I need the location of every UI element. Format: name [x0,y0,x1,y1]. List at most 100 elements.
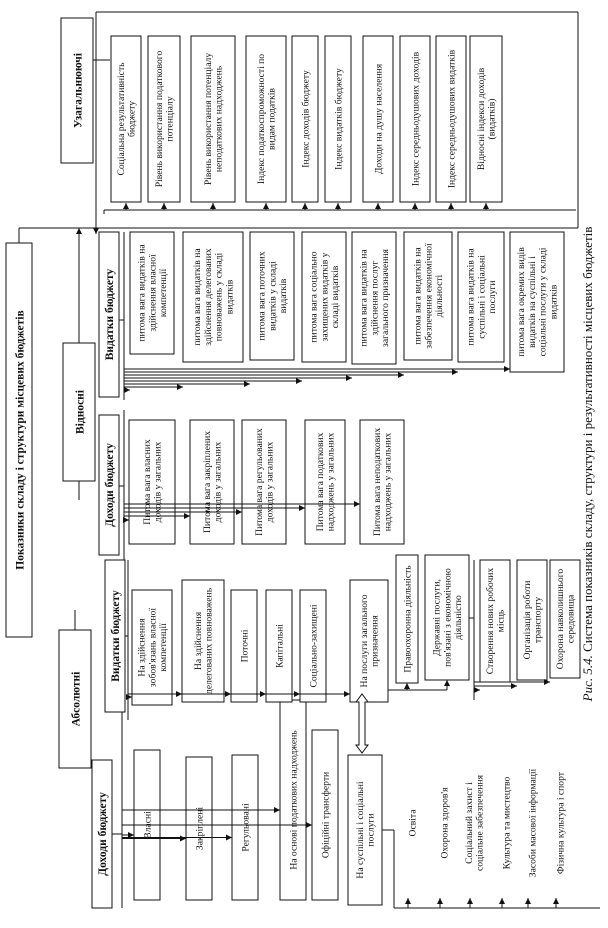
figure-caption: Рис. 5.4. Система показників складу, стр… [580,227,595,703]
diagram-title-label: Показники складу і структури місцевих бю… [15,310,27,569]
economic-subitem-box [549,559,581,679]
generalizing-item-label: Індекс середньодушових доходів [410,51,421,186]
abs-revenue-item-box [185,756,213,901]
diagram: Показники складу і структури місцевих бю… [5,11,600,909]
rel-expenditure-item-box [249,231,295,361]
social-subitem-label: Освіта [407,809,418,837]
rel-expenditure-item-box [457,231,505,363]
rel-expenditure-item-label: питома вага видатків наздійснення послуг… [359,248,392,347]
rel-expenditure-item: питома вага поточнихвидатків у складівид… [257,251,290,340]
abs-expenditure-item: Соціально-захищені [308,604,319,687]
rel-revenue-item: Питома вага неподатковихнадходжень у заг… [372,428,394,536]
generalizing-item: Рівень використання податковогопотенціал… [154,51,176,188]
generalizing-item-box [245,35,287,203]
group-absolute: Абсолютні [70,671,82,727]
abs-expenditure-item-label: Капітальні [274,624,285,668]
generalizing-item-label: Індекс видатків бюджету [333,68,344,170]
economic-subitem-label: Створення нових робочихмісць [485,568,507,675]
rel-revenue-item-box [304,419,346,545]
abs-expenditure-item-box [265,589,293,703]
generalizing-item-label: Відносні індекси доходів(видатків) [476,67,498,170]
rel-expenditure-item-label: питома вага видатків наздійснення делего… [192,248,235,346]
rel-revenues-header-label: Доходи бюджету [104,443,116,527]
social-subitem: Освіта [407,809,418,837]
rel-revenue-item-box [241,419,287,545]
diagram-title: Показники складу і структури місцевих бю… [15,310,27,569]
economic-subitem-box [479,559,511,683]
rel-expenditure-item-box [129,231,175,355]
abs-revenue-item-label: На основі податкових надходжень [288,730,299,870]
generalizing-item-label: Рівень використання потенціалунеподатков… [203,53,225,185]
social-subitem: Засоби масової інформації [527,768,538,877]
rel-expenditure-item-label: питома вага соціальнозахищених видатків … [309,251,342,342]
abs-expenditure-item: На здійсненняделегованих повноважень [193,587,215,694]
rel-expenditure-item: питома вага видатків наздійснення власно… [137,244,170,342]
rel-revenue-item-label: Питома вага регульованихдоходів у загаль… [254,428,276,536]
rel-revenue-item-label: Питома вага неподатковихнадходжень у заг… [372,428,394,536]
double-arrow-icon [355,693,369,754]
group-generalizing-label: Узагальнюючі [72,52,84,128]
abs-revenue-item-box [231,754,259,901]
generalizing-item-box [435,35,467,203]
general-purpose-subitem-box [424,554,470,681]
generalizing-item-label: Соціальна результативністьбюджету [116,62,138,176]
abs-expenditures-header-label: Видатки бюджету [110,590,122,682]
rel-revenue-item: Питома вага регульованихдоходів у загаль… [254,428,276,536]
rel-expenditures-header: Видатки бюджету [104,268,116,360]
social-services-header-label: На суспільні і соціальніпослуги [355,781,377,878]
generalizing-item-box [110,35,142,203]
social-subitem: Культура та мистецтво [501,776,512,869]
generalizing-item: Індекс податкоспроможності повидам подат… [256,54,278,184]
abs-expenditure-item-box [349,579,389,703]
diagram-title-box [5,242,33,638]
rel-expenditure-item-label: питома вага видатків наздійснення власно… [137,244,170,342]
abs-revenue-item-box [311,729,339,901]
abs-expenditure-item: На послуги загальногопризначення [359,594,381,687]
rel-expenditure-item-label: питома вага видатків насуспільні і соціа… [466,248,499,346]
generalizing-item: Індекс видатків бюджету [333,68,344,170]
abs-expenditure-item-box [131,589,173,706]
abs-revenue-item-label: Регульовані [240,803,251,852]
abs-expenditures-header: Видатки бюджету [110,590,122,682]
abs-expenditure-item-label: На здійсненнязобов'язань власноїкомпетен… [137,608,170,687]
generalizing-item: Рівень використання потенціалунеподатков… [203,53,225,185]
rel-revenues-header-box [98,414,120,556]
rel-revenue-item-box [128,419,176,545]
rel-expenditure-item: питома вага видатків наздійснення послуг… [359,248,392,347]
social-subitem-label: Засоби масової інформації [527,768,538,877]
general-purpose-subitem-label: Правоохоронна діяльність [402,565,413,673]
economic-subitem-label: Охорона навколишньогосередовища [555,569,577,670]
abs-revenues-header: Доходи бюджету [97,792,109,876]
rel-revenue-item: Питома вага податковихнадходжень у загал… [315,432,337,531]
rel-expenditures-header-box [98,231,120,398]
abs-revenue-item: Регульовані [240,803,251,852]
abs-expenditure-item: На здійсненнязобов'язань власноїкомпетен… [137,608,170,687]
abs-revenue-item: Офіційні трансферти [320,772,331,858]
economic-subitem: Організація роботитранспорту [522,581,544,660]
generalizing-item-label: Доходи на душу населення [373,63,384,174]
rel-expenditure-item-box [182,231,244,363]
rel-expenditure-item-label: питома вага окремих видіввидатків на сус… [516,247,559,357]
social-subitem: Охорона здоров'я [439,787,450,859]
generalizing-item: Соціальна результативністьбюджету [116,62,138,176]
general-purpose-subitem: Правоохоронна діяльність [402,565,413,673]
rel-expenditure-item-box [403,231,453,361]
group-generalizing: Узагальнюючі [72,52,84,128]
rel-revenue-item-box [189,419,235,545]
social-subitem-label: Соціальний захист ісоціальне забезпеченн… [464,774,486,871]
abs-revenue-item: Закріплені [194,807,205,851]
rel-expenditure-item: питома вага видатків назабезпечення екон… [413,243,446,349]
generalizing-item: Індекс середньодушових видатків [446,49,457,188]
generalizing-item-box [190,35,236,203]
social-subitem-label: Охорона здоров'я [439,787,450,859]
abs-revenue-item: На основі податкових надходжень [288,730,299,870]
abs-revenues-header-label: Доходи бюджету [97,792,109,876]
generalizing-item: Доходи на душу населення [373,63,384,174]
rel-expenditure-item-label: питома вага поточнихвидатків у складівид… [257,251,290,340]
generalizing-item-box [362,35,394,203]
figure-caption-text: Система показників складу, структури і р… [580,227,595,652]
economic-subitem-label: Організація роботитранспорту [522,581,544,660]
social-services-header: На суспільні і соціальніпослуги [355,781,377,878]
rel-expenditure-item-box [351,231,397,365]
